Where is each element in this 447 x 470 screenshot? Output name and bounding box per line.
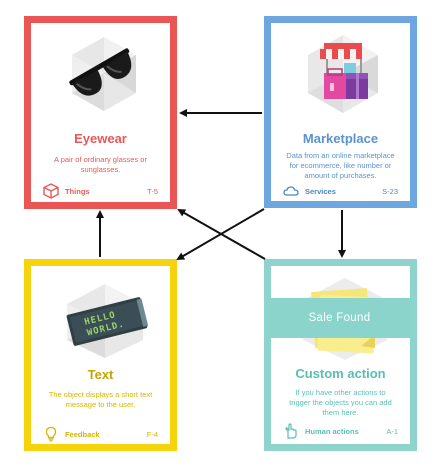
card-title: Eyewear [74,131,127,146]
card-text[interactable]: HELLO WORLD. Text The object displays a … [24,259,177,451]
card-footer-label: Human actions [305,426,359,436]
card-footer-label: Services [305,186,336,196]
sunglasses-icon [69,37,136,111]
sale-found-banner: Sale Found [266,298,413,338]
card-footer-code: S-23 [382,186,398,196]
card-footer: Services S-23 [283,183,398,199]
card-description: If you have other actions to trigger the… [289,388,392,417]
card-footer: Human actions A-1 [283,423,398,439]
cloud-icon [283,186,299,196]
cube-icon [43,183,59,199]
card-title: Custom action [295,366,386,381]
card-eyewear[interactable]: Eyewear A pair of ordinary glasses or su… [24,16,177,209]
card-title: Text [87,367,114,382]
hand-icon [285,423,297,439]
shop-stall-icon [308,35,378,113]
led-display-icon: HELLO WORLD. [66,284,149,358]
lightbulb-icon [45,426,57,442]
card-marketplace[interactable]: Marketplace Data from an online marketpl… [264,16,417,208]
card-footer-code: F-4 [146,429,158,439]
card-footer-label: Things [65,186,90,196]
card-footer-code: T-5 [147,186,158,196]
card-description: A pair of ordinary glasses or sunglasses… [54,155,147,174]
card-footer: Things T-5 [43,183,158,199]
card-footer-code: A-1 [386,426,398,436]
card-description: The object displays a short text message… [48,390,153,409]
card-footer-label: Feedback [65,429,100,439]
arrow-custom-to-eyewear [177,209,266,260]
card-description: Data from an online marketplace for ecom… [286,151,395,180]
card-footer: Feedback F-4 [43,426,158,442]
card-title: Marketplace [302,131,379,146]
